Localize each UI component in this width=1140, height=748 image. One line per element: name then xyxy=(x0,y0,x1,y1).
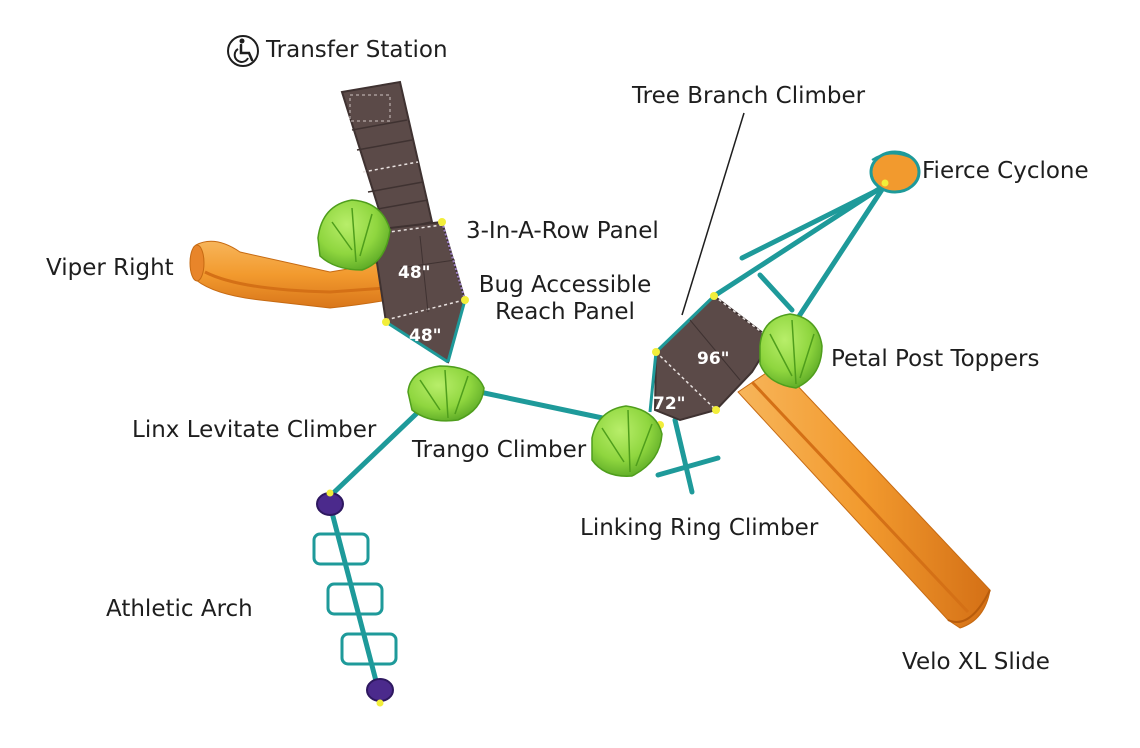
label-athletic-arch: Athletic Arch xyxy=(106,596,253,622)
label-3-in-a-row-panel: 3-In-A-Row Panel xyxy=(466,218,659,244)
label-petal-post-toppers: Petal Post Toppers xyxy=(831,346,1040,372)
viper-right-slide xyxy=(189,240,389,309)
deck-height-left-upper: 48" xyxy=(398,263,431,283)
label-trango-climber: Trango Climber xyxy=(412,437,587,463)
label-transfer-station: Transfer Station xyxy=(266,37,448,63)
left-deck: 48" 48" xyxy=(370,218,469,364)
support-rails xyxy=(323,182,888,703)
label-bug-accessible-reach-panel: Bug Accessible Reach Panel xyxy=(470,272,660,326)
deck-height-right-lower: 72" xyxy=(653,394,686,414)
tree-branch-callout-line xyxy=(681,112,745,316)
transfer-station xyxy=(340,80,434,234)
athletic-arch xyxy=(312,489,398,707)
label-viper-right: Viper Right xyxy=(46,255,174,281)
deck-height-left-lower: 48" xyxy=(409,326,442,346)
green-climbers xyxy=(317,199,823,477)
label-bug-accessible-line2: Reach Panel xyxy=(495,299,635,325)
velo-xl-slide xyxy=(737,364,991,629)
label-velo-xl-slide: Velo XL Slide xyxy=(902,649,1050,675)
label-linx-levitate-climber: Linx Levitate Climber xyxy=(132,417,377,443)
label-tree-branch-climber: Tree Branch Climber xyxy=(632,83,866,109)
fierce-cyclone xyxy=(869,150,921,194)
label-fierce-cyclone: Fierce Cyclone xyxy=(922,158,1089,184)
wheelchair-icon xyxy=(227,35,259,67)
label-linking-ring-climber: Linking Ring Climber xyxy=(580,515,819,541)
label-bug-accessible-line1: Bug Accessible xyxy=(478,272,652,298)
deck-height-right-upper: 96" xyxy=(697,349,730,369)
